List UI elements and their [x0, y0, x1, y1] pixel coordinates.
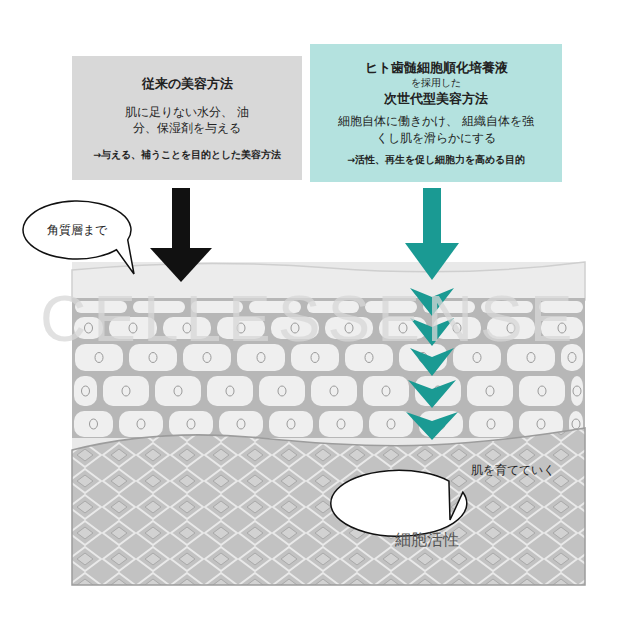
nucleus	[537, 419, 545, 429]
cell	[269, 411, 313, 437]
speech-bubble: 肌を育てていく	[444, 436, 582, 504]
nucleus	[226, 386, 234, 396]
arrow-shaft	[172, 188, 190, 250]
node-title: ヒト歯髄細胞順化培養液	[365, 59, 508, 77]
cell	[155, 376, 201, 406]
method-box: 従来の美容方法肌に足りない水分、 油分、保湿剤を与える →与える、補うことを目的と…	[72, 56, 302, 180]
nucleus	[538, 386, 546, 396]
node-text: を採用した	[411, 77, 461, 90]
nucleus	[486, 386, 494, 396]
cell	[207, 376, 253, 406]
nucleus	[82, 386, 90, 396]
cell	[169, 411, 213, 437]
nucleus	[572, 419, 580, 429]
node-text: →与える、補うことを目的とした美容方法	[93, 149, 281, 162]
cell	[469, 411, 513, 437]
nucleus	[287, 419, 295, 429]
chevron	[408, 380, 456, 408]
watermark: CELLESSENSE	[40, 282, 579, 356]
nucleus	[187, 419, 195, 429]
nucleus	[337, 419, 345, 429]
node-text: →活性、再生を促し細胞力を高める目的	[347, 154, 525, 167]
nucleus	[90, 419, 98, 429]
nucleus	[382, 386, 390, 396]
node-title: 従来の美容方法	[142, 75, 233, 93]
speech-bubble: 角質層まで	[22, 200, 132, 260]
cell	[519, 376, 565, 406]
cell	[467, 376, 513, 406]
cell	[259, 376, 305, 406]
cell	[74, 376, 97, 406]
method-box: ヒト歯髄細胞順化培養液を採用した次世代型美容方法細胞自体に働きかけ、 組織自体を…	[310, 44, 562, 182]
cell	[74, 411, 113, 437]
arrow-head	[405, 243, 459, 280]
cell	[103, 376, 149, 406]
nucleus	[573, 386, 581, 396]
nucleus	[278, 386, 286, 396]
nucleus	[330, 386, 338, 396]
cell	[311, 376, 357, 406]
nucleus	[487, 419, 495, 429]
cell	[219, 411, 263, 437]
node-title: 角質層まで	[47, 222, 107, 238]
node-text: 細胞自体に働きかけ、 組織自体を強くし肌を滑らかにする	[334, 113, 539, 145]
chevron	[406, 412, 458, 440]
cell	[119, 411, 163, 437]
cell	[369, 411, 413, 437]
nucleus	[237, 419, 245, 429]
cell	[571, 376, 583, 406]
bubble-shape	[331, 470, 467, 536]
arrow-shaft	[423, 188, 441, 246]
nucleus	[137, 419, 145, 429]
cell	[363, 376, 409, 406]
nucleus	[387, 419, 395, 429]
cell	[319, 411, 363, 437]
nucleus	[174, 386, 182, 396]
dermis	[72, 428, 585, 585]
node-text: 肌に足りない水分、 油分、保湿剤を与える	[125, 104, 250, 136]
bubble-shape	[23, 201, 134, 274]
node-title: 肌を育てていく	[471, 462, 555, 478]
arrow-head	[150, 248, 212, 282]
node-text: 次世代型美容方法	[384, 90, 488, 108]
caption-label: 細胞活性	[395, 530, 459, 551]
nucleus	[122, 386, 130, 396]
